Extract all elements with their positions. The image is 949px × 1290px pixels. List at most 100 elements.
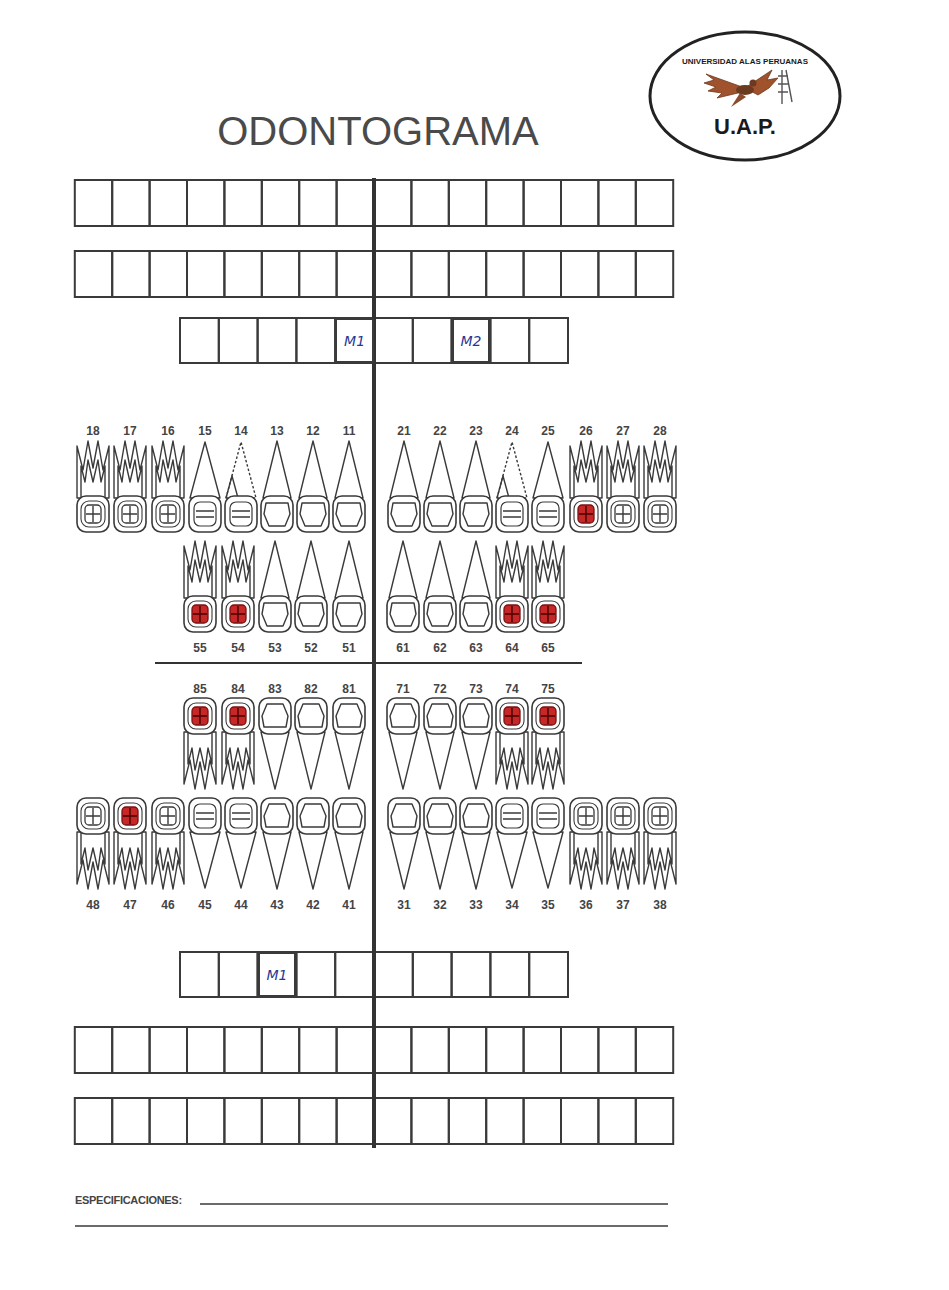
label-slot: 21 bbox=[384, 421, 424, 439]
tooth bbox=[570, 441, 602, 532]
occlusal-ring bbox=[188, 601, 212, 627]
grid-cell bbox=[413, 952, 452, 997]
grid-cell bbox=[529, 952, 568, 997]
tooth-box: M1 bbox=[335, 318, 374, 363]
tooth-line bbox=[611, 832, 635, 870]
tooth-line bbox=[264, 503, 290, 526]
occlusal-ring bbox=[536, 703, 560, 729]
tooth-crown bbox=[222, 596, 254, 632]
tooth-code: M1 bbox=[266, 967, 287, 983]
grid-cell bbox=[452, 952, 491, 997]
grid-cell bbox=[337, 251, 374, 297]
logo-figure bbox=[778, 70, 792, 104]
grid-cell bbox=[187, 1098, 224, 1144]
tooth-number: 85 bbox=[193, 682, 206, 696]
tooth bbox=[424, 441, 456, 532]
tooth-crown bbox=[297, 798, 329, 834]
university-acronym: U.A.P. bbox=[714, 114, 776, 140]
tooth-line bbox=[570, 832, 602, 889]
grid-cell bbox=[561, 180, 598, 226]
tooth-line bbox=[77, 441, 109, 498]
tooth-line bbox=[336, 503, 362, 526]
tooth-number: 74 bbox=[505, 682, 518, 696]
tooth bbox=[152, 441, 184, 532]
grid-cell bbox=[150, 251, 187, 297]
grid-cell bbox=[524, 180, 561, 226]
title-slot: ODONTOGRAMA bbox=[128, 108, 628, 154]
grid-cell bbox=[187, 251, 224, 297]
tooth-line bbox=[123, 808, 137, 824]
label-slot: 37 bbox=[603, 895, 643, 913]
tooth-number: 28 bbox=[653, 424, 666, 438]
logo-bird bbox=[704, 70, 792, 107]
tooth-line bbox=[463, 704, 489, 727]
tooth bbox=[424, 541, 456, 632]
tooth-number: 18 bbox=[86, 424, 99, 438]
page-title: ODONTOGRAMA bbox=[128, 108, 628, 154]
tooth-line bbox=[503, 813, 521, 819]
occlusal-ring bbox=[81, 803, 105, 829]
label-slot: 43 bbox=[257, 895, 297, 913]
tooth-crown bbox=[460, 698, 492, 734]
tooth-line bbox=[574, 832, 598, 870]
grid-cell bbox=[299, 251, 336, 297]
occlusal-face bbox=[192, 605, 208, 623]
tooth-number: 16 bbox=[161, 424, 174, 438]
tooth-crown bbox=[189, 798, 221, 834]
occlusal-face bbox=[85, 807, 101, 825]
tooth-line bbox=[390, 832, 418, 889]
label-slot: 83 bbox=[255, 679, 295, 697]
label-slot: 13 bbox=[257, 421, 297, 439]
occlusal-face bbox=[194, 804, 216, 828]
tooth bbox=[261, 441, 293, 532]
tooth-crown bbox=[644, 496, 676, 532]
tooth-number: 47 bbox=[123, 898, 136, 912]
tooth-crown bbox=[152, 798, 184, 834]
tooth-crown bbox=[333, 496, 365, 532]
tooth-line bbox=[462, 732, 490, 789]
tooth-line bbox=[389, 732, 417, 789]
occlusal-face bbox=[615, 807, 631, 825]
tooth-line bbox=[86, 808, 100, 824]
label-slot: 46 bbox=[148, 895, 188, 913]
tooth-line bbox=[81, 832, 105, 870]
grid-cell bbox=[452, 318, 491, 363]
tooth-line bbox=[161, 808, 175, 824]
bird-tail bbox=[731, 93, 746, 107]
tooth bbox=[387, 698, 419, 789]
grid-cell bbox=[449, 180, 486, 226]
grid-cell bbox=[529, 318, 568, 363]
label-slot: 54 bbox=[218, 638, 258, 656]
tooth-crown bbox=[184, 698, 216, 734]
grid-cell bbox=[449, 1027, 486, 1073]
tooth-crown bbox=[77, 496, 109, 532]
grid-cell bbox=[598, 180, 635, 226]
tooth-number: 22 bbox=[433, 424, 446, 438]
grid-cell bbox=[262, 180, 299, 226]
occlusal-face bbox=[578, 807, 594, 825]
label-slot: 32 bbox=[420, 895, 460, 913]
tooth-crown bbox=[532, 596, 564, 632]
grid-cell bbox=[219, 952, 258, 997]
tooth bbox=[644, 798, 676, 889]
tooth-line bbox=[232, 813, 250, 819]
tooth-line bbox=[391, 503, 417, 526]
tooth-line bbox=[427, 804, 453, 827]
grid-cell bbox=[490, 318, 529, 363]
tooth-crown bbox=[297, 496, 329, 532]
tooth-crown bbox=[114, 496, 146, 532]
grid-cell bbox=[112, 1098, 149, 1144]
tooth-line bbox=[188, 732, 212, 770]
tooth-number: 42 bbox=[306, 898, 319, 912]
occlusal-face bbox=[122, 807, 138, 825]
tooth-line bbox=[184, 541, 216, 598]
tooth-number: 37 bbox=[616, 898, 629, 912]
grid-cell bbox=[224, 1027, 261, 1073]
tooth-line bbox=[152, 832, 184, 889]
tooth-line bbox=[541, 708, 555, 724]
label-slot: 35 bbox=[528, 895, 568, 913]
grid-cell bbox=[112, 180, 149, 226]
tooth-crown bbox=[333, 698, 365, 734]
tooth-crown bbox=[424, 496, 456, 532]
tooth bbox=[532, 541, 564, 632]
